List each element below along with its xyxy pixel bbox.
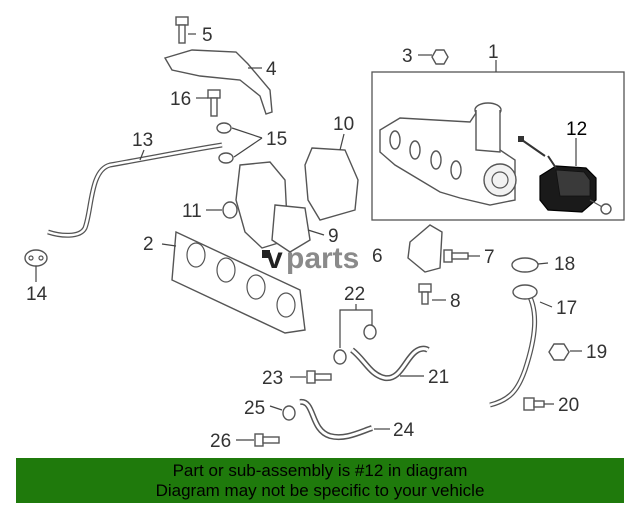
- callout-3: 3: [402, 46, 413, 67]
- washer-part-15: [216, 122, 232, 134]
- callout-8: 8: [450, 291, 461, 312]
- callout-19: 19: [586, 342, 607, 363]
- bolt-part-23: [306, 370, 332, 384]
- bracket-part-4: [163, 49, 273, 115]
- bolt-part-20: [523, 397, 545, 411]
- manifold-gasket-part-2: [171, 230, 306, 334]
- nut-part-3: [431, 49, 449, 65]
- callout-25: 25: [244, 398, 265, 419]
- pipe-part-17: [489, 288, 538, 408]
- logo-suffix: parts: [286, 242, 359, 275]
- flange-part-17: [512, 284, 538, 300]
- washer-part-22b: [363, 324, 377, 340]
- banner-line-1: Part or sub-assembly is #12 in diagram: [172, 461, 468, 480]
- turbo-assembly-frame: [371, 71, 625, 221]
- callout-11: 11: [182, 201, 202, 222]
- banner-line-2: Diagram may not be specific to your vehi…: [155, 481, 485, 500]
- actuator-part-12: [518, 136, 597, 213]
- callout-5: 5: [202, 25, 213, 46]
- callout-13: 13: [132, 130, 153, 151]
- nut-part-11: [222, 201, 238, 219]
- nut-part-19: [548, 343, 570, 361]
- callout-16: 16: [170, 89, 191, 110]
- callout-17: 17: [556, 298, 577, 319]
- callout-10: 10: [333, 114, 354, 135]
- washer-part-15b: [218, 152, 234, 164]
- bracket-part-6: [407, 224, 443, 273]
- callout-15: 15: [266, 129, 287, 150]
- gasket-part-14: [24, 249, 48, 267]
- callout-14: 14: [26, 284, 48, 305]
- bolt-part-5: [175, 16, 189, 44]
- callout-1: 1: [488, 42, 499, 63]
- callout-7: 7: [484, 247, 495, 268]
- gasket-part-18: [511, 257, 539, 273]
- callout-20: 20: [558, 395, 579, 416]
- bolt-drawing: [589, 199, 612, 215]
- bolt-part-16: [207, 89, 221, 117]
- bolt-part-7: [443, 249, 469, 263]
- callout-26: 26: [210, 431, 231, 452]
- bolt-part-8: [418, 283, 432, 305]
- callout-numbers: 1 2 3 4 5 6 7 8 9 10 11 12 13 14 15 16 1…: [26, 25, 607, 452]
- info-banner: Part or sub-assembly is #12 in diagram D…: [16, 458, 624, 503]
- callout-12: 12: [566, 119, 587, 140]
- vparts-logo: v parts: [262, 242, 359, 275]
- callout-2: 2: [143, 234, 154, 255]
- gasket-part-10: [304, 147, 359, 221]
- callout-9: 9: [328, 226, 339, 247]
- bolt-part-26: [254, 433, 280, 447]
- callout-18: 18: [554, 254, 575, 275]
- turbocharger-manifold-drawing: [379, 102, 517, 206]
- leader-lines: [35, 33, 582, 441]
- callout-4: 4: [266, 59, 277, 80]
- callout-21: 21: [428, 367, 449, 388]
- plate-part-9b: [271, 204, 311, 253]
- washer-part-25: [282, 405, 296, 421]
- callout-6: 6: [372, 246, 383, 267]
- logo-prefix: v: [266, 242, 283, 275]
- callout-24: 24: [393, 420, 415, 441]
- callout-22: 22: [344, 284, 365, 305]
- callout-23: 23: [262, 368, 283, 389]
- washer-part-22a: [333, 349, 347, 365]
